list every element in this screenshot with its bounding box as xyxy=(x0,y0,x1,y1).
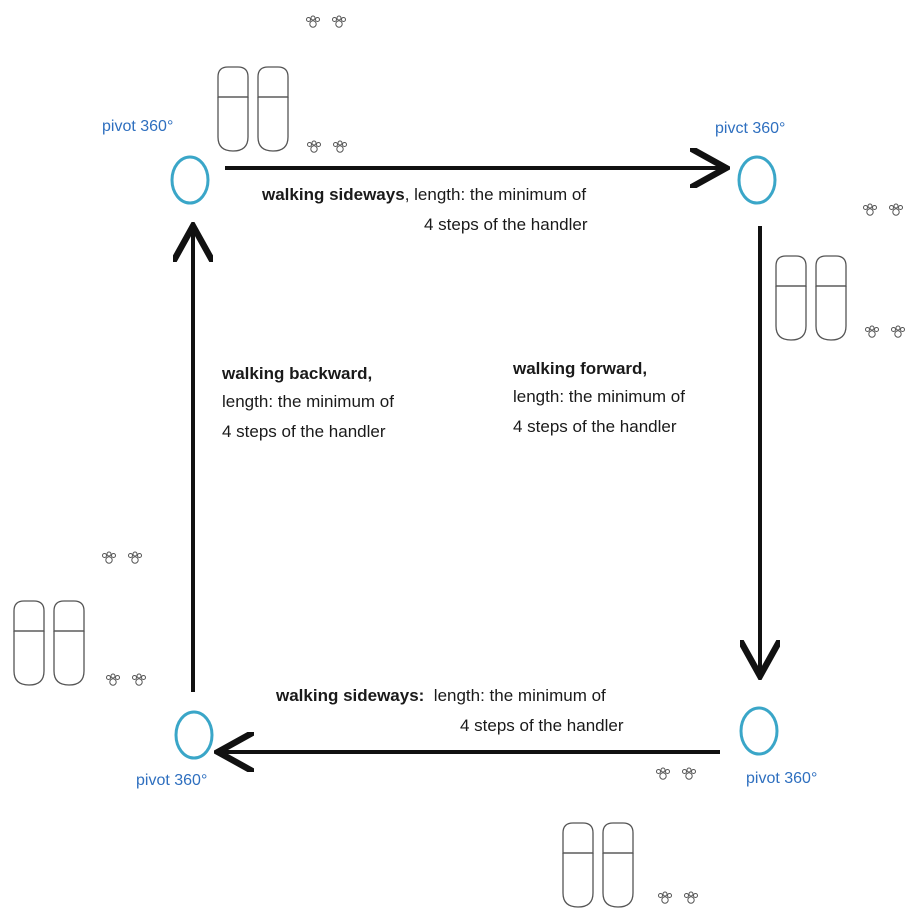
left-edge-line2: length: the minimum of xyxy=(222,392,394,411)
shoe-print-icon xyxy=(563,823,633,907)
bottom-edge-label: walking sideways: length: the minimum of xyxy=(276,684,606,708)
right-edge-line3: 4 steps of the handler xyxy=(513,417,677,436)
right-edge-title: walking forward, xyxy=(513,359,648,378)
paw-print-icon xyxy=(307,16,346,27)
top-edge-line2: 4 steps of the handler xyxy=(424,215,588,234)
pivot-label-bottom-left: pivot 360° xyxy=(136,772,208,789)
pivot-circle-top-left xyxy=(170,155,210,205)
paw-print-icon xyxy=(659,892,698,903)
shoe-print-icon xyxy=(218,67,288,151)
shoe-print-icon xyxy=(776,256,846,340)
bottom-edge-line2: 4 steps of the handler xyxy=(460,716,624,735)
top-edge-title: walking sideways xyxy=(262,185,405,204)
bottom-edge-rest: length: the minimum of xyxy=(424,686,606,705)
paw-print-icon xyxy=(308,141,347,152)
left-edge-line3: 4 steps of the handler xyxy=(222,422,386,441)
paw-print-icon xyxy=(103,552,142,563)
paw-print-icon xyxy=(864,204,903,215)
pivot-label-top-left: pivot 360° xyxy=(102,118,174,135)
pivot-label-bottom-right: pivot 360° xyxy=(746,770,818,787)
right-edge-line2: length: the minimum of xyxy=(513,387,685,406)
shoe-print-icon xyxy=(14,601,84,685)
pivot-circle-bottom-left xyxy=(174,710,214,760)
left-edge-title: walking backward, xyxy=(222,364,373,383)
paw-print-icon xyxy=(107,674,146,685)
top-edge-rest: , length: the minimum of xyxy=(404,185,587,204)
pivot-label-top-right: pivct 360° xyxy=(715,120,786,137)
top-edge-label: walking sideways, length: the minimum of xyxy=(262,183,586,207)
pivot-circle-bottom-right xyxy=(739,706,779,756)
pivot-circle-top-right xyxy=(737,155,777,205)
bottom-edge-title: walking sideways: xyxy=(276,686,425,705)
paw-print-icon xyxy=(657,768,696,779)
paw-print-icon xyxy=(866,326,905,337)
